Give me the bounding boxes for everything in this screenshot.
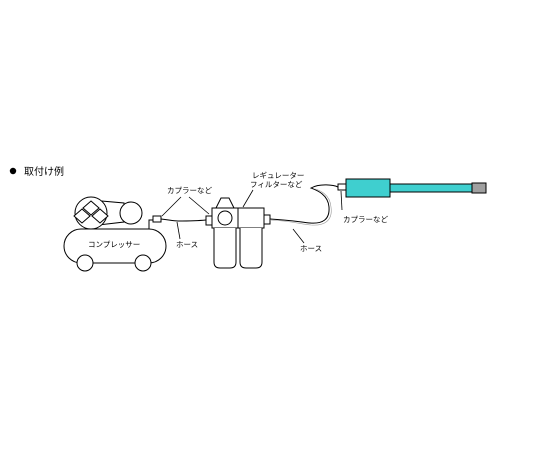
regulator-inlet <box>205 215 213 226</box>
regulator-label-line1: レギュレーター <box>252 171 304 180</box>
tool-body <box>345 178 391 198</box>
air-tool <box>337 178 487 198</box>
tool-tip <box>471 182 487 194</box>
coupler-label-left: カプラーなど <box>167 186 212 195</box>
compressor-tank <box>63 228 167 264</box>
hose-right <box>269 184 339 224</box>
flywheel-diamond-top <box>82 200 100 216</box>
flywheel-diamond-left <box>73 208 91 224</box>
compressor-wheel-right <box>134 254 152 272</box>
tool-shaft <box>389 183 473 193</box>
regulator-cap <box>215 197 235 209</box>
hose-leader-left <box>176 221 181 240</box>
section-title: 取付け例 <box>24 165 64 178</box>
flywheel-diamond-right <box>91 208 109 224</box>
regulator-leader <box>242 189 254 208</box>
regulator-label-line2: フィルターなど <box>250 180 303 189</box>
coupler-leader-left-b <box>188 196 210 215</box>
hose-label-right: ホース <box>300 244 322 253</box>
regulator-outlet <box>263 214 271 225</box>
compressor-outlet-pipe <box>148 219 153 229</box>
filter-bowl-right <box>239 228 263 269</box>
regulator-gauge <box>217 210 233 226</box>
compressor-coupler <box>152 215 162 223</box>
bullet-icon <box>9 167 17 175</box>
compressor <box>63 196 167 272</box>
filter-bowl-left <box>213 228 237 269</box>
coupler-leader-right <box>340 190 343 211</box>
compressor-wheel-left <box>76 254 94 272</box>
hose-right-inner <box>269 188 332 226</box>
coupler-leader-left-a <box>161 196 182 217</box>
hose-label-left: ホース <box>176 240 198 249</box>
tool-coupler <box>337 183 347 191</box>
coupler-label-right: カプラーなど <box>343 215 388 224</box>
hose-leader-right <box>292 228 305 244</box>
compressor-label: コンプレッサー <box>88 240 140 249</box>
regulator-filter-unit <box>205 197 271 269</box>
hose-left <box>160 218 207 222</box>
compressor-motor <box>119 201 143 225</box>
